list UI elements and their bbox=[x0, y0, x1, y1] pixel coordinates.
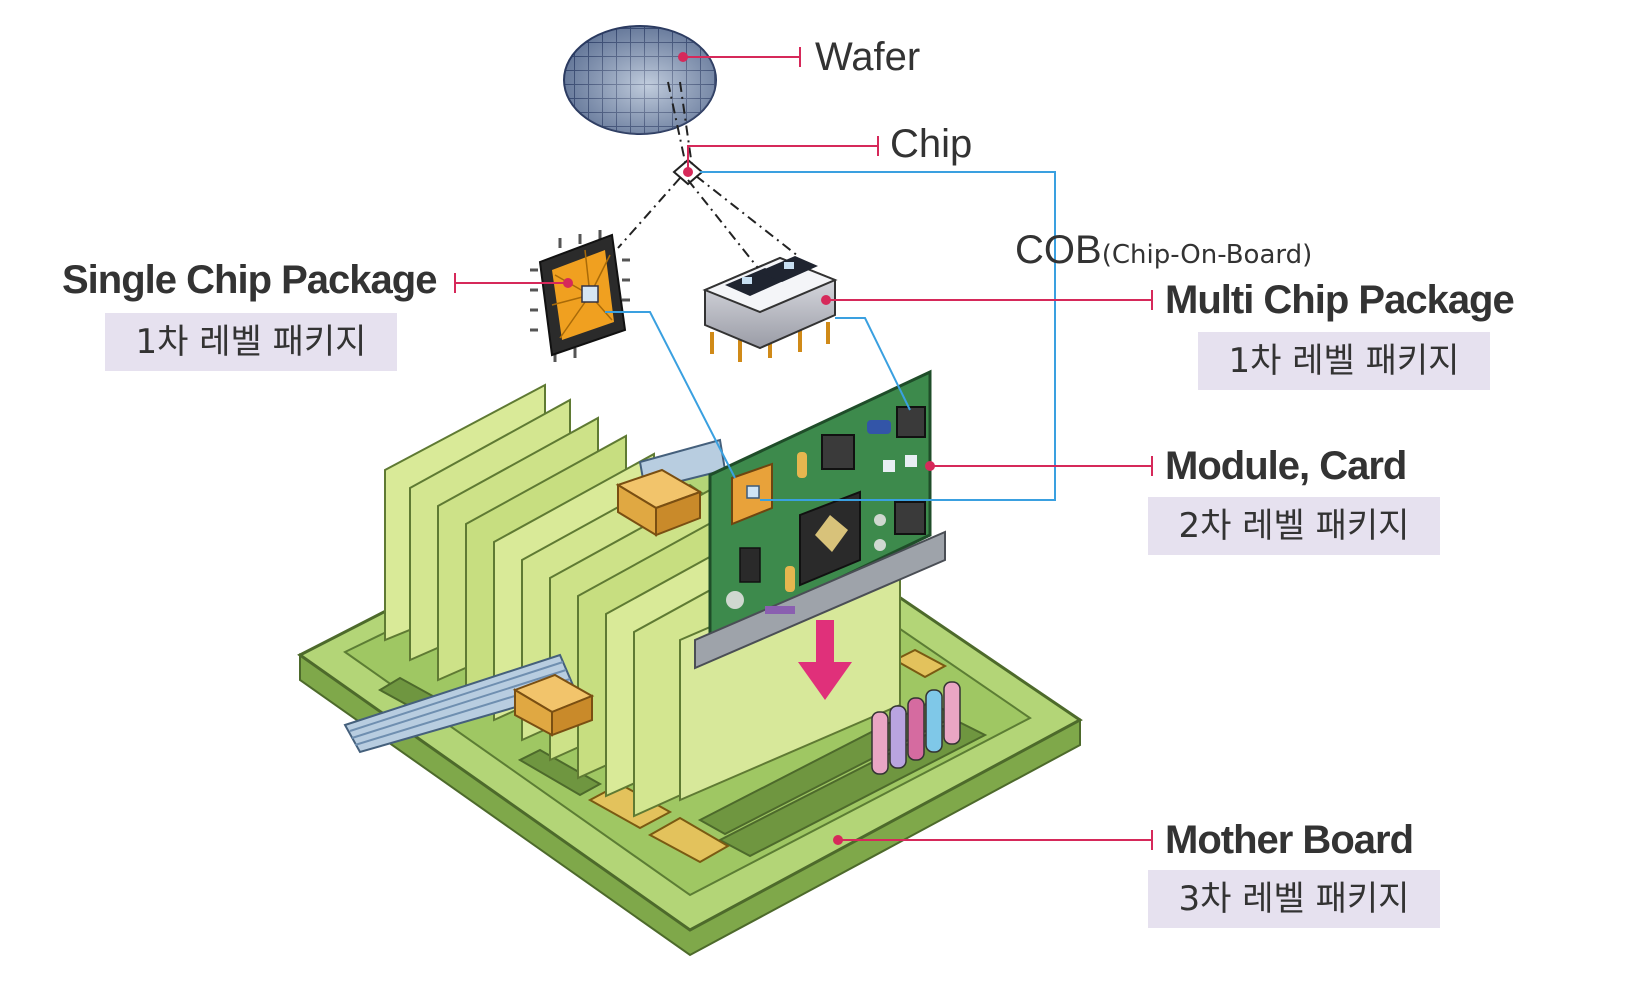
insert-arrow-graphic bbox=[798, 620, 852, 700]
capacitors-graphic bbox=[871, 681, 961, 775]
mother-board-label: Mother Board bbox=[1165, 818, 1414, 862]
module-card-graphic bbox=[694, 369, 946, 670]
cob-label-main: COB bbox=[1015, 228, 1102, 272]
multi-chip-package-graphic bbox=[702, 256, 838, 362]
cob-connection-lines bbox=[605, 171, 1056, 501]
module-card-label: Module, Card bbox=[1165, 444, 1407, 488]
multi-chip-package-label: Multi Chip Package bbox=[1165, 278, 1515, 322]
dashdot-lines bbox=[617, 81, 799, 269]
wafer-graphic bbox=[563, 25, 717, 135]
connector-box-graphic bbox=[512, 468, 703, 737]
pointer-dots bbox=[563, 52, 935, 845]
cob-label-detail: (Chip-On-Board) bbox=[1101, 240, 1313, 270]
single-chip-level-badge: 1차 레벨 패키지 bbox=[105, 313, 397, 371]
single-chip-package-graphic bbox=[530, 230, 630, 362]
multi-chip-level-badge: 1차 레벨 패키지 bbox=[1198, 332, 1490, 390]
wafer-label: Wafer bbox=[815, 35, 921, 79]
mother-board-level-badge: 3차 레벨 패키지 bbox=[1148, 870, 1440, 928]
pointer-lines bbox=[454, 47, 1153, 850]
module-card-level-badge: 2차 레벨 패키지 bbox=[1148, 497, 1440, 555]
single-chip-package-label: Single Chip Package bbox=[62, 258, 437, 302]
cob-label: COB(Chip-On-Board) bbox=[1015, 228, 1312, 273]
chip-label: Chip bbox=[890, 122, 973, 166]
